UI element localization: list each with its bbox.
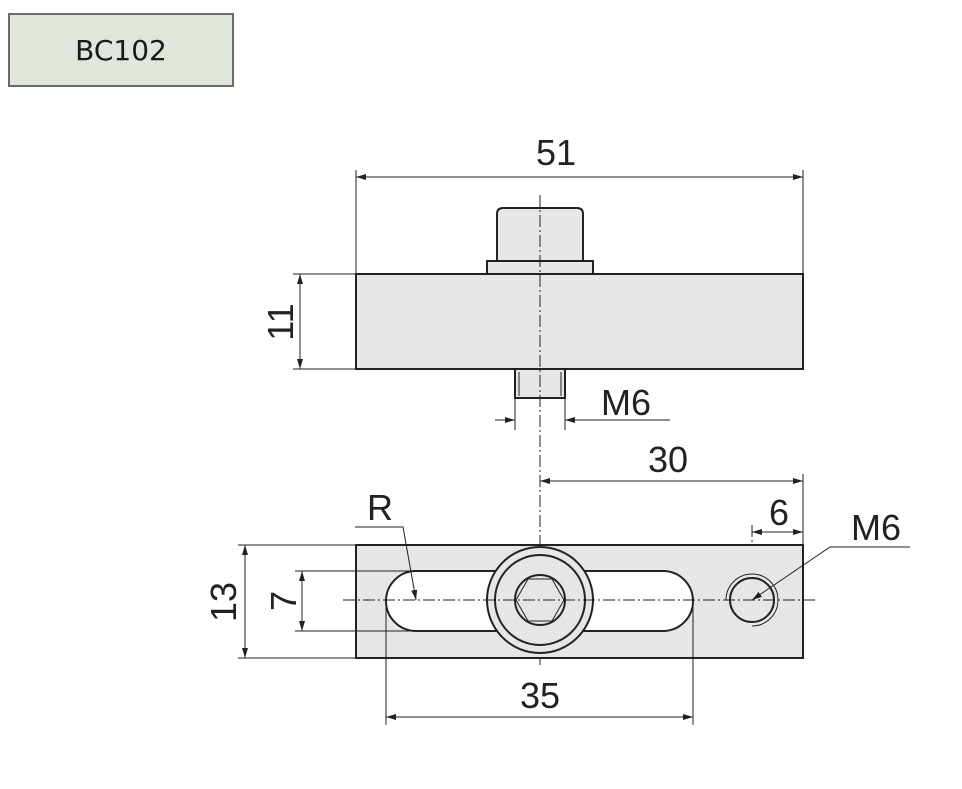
dim-hole-offset: 30: [540, 439, 804, 545]
dim-thread-right: M6: [751, 507, 910, 601]
dim-m6-top-text: M6: [601, 382, 651, 423]
dim-7-text: 7: [263, 591, 304, 611]
part-number-label: BC102: [8, 13, 234, 87]
dim-11-text: 11: [260, 303, 301, 340]
top-view: [343, 544, 818, 659]
screw-cap: [496, 207, 584, 262]
dim-m6-right-text: M6: [851, 507, 901, 548]
dim-6-text: 6: [769, 492, 789, 533]
dim-51-text: 51: [536, 132, 576, 173]
dim-35-text: 35: [520, 675, 560, 716]
dim-slot-length: 35: [385, 600, 694, 725]
hex-socket-icon: [515, 578, 565, 622]
dim-slot-width: 7: [263, 570, 410, 632]
dim-13-text: 13: [203, 582, 244, 622]
clamp-body-side: [355, 273, 804, 370]
dim-width: 13: [203, 544, 356, 659]
dim-r-text: R: [367, 487, 393, 528]
dim-thread-top: M6: [495, 382, 670, 430]
side-view: [355, 195, 804, 665]
dim-30-text: 30: [648, 439, 688, 480]
dim-height: 11: [260, 273, 356, 370]
thread-arc: [725, 573, 779, 627]
dim-overall-length: 51: [355, 132, 804, 274]
dim-radius: R: [355, 487, 418, 601]
